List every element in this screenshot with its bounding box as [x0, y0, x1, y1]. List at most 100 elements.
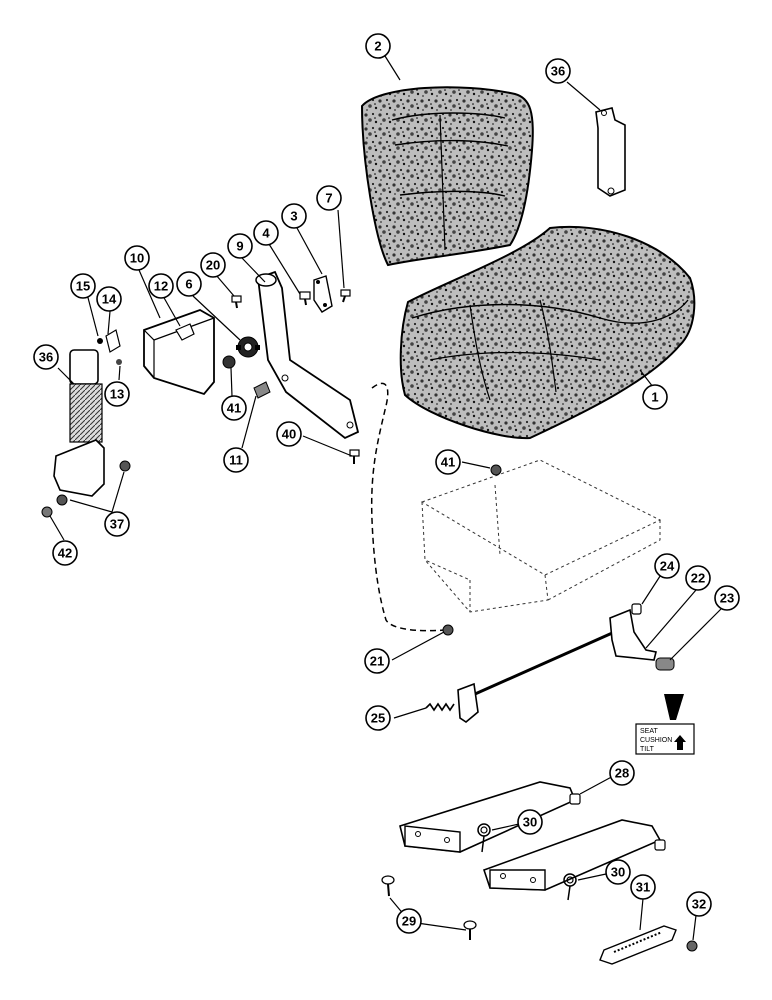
- tilt-rod-assembly: [457, 608, 657, 723]
- nut-21: [442, 624, 454, 636]
- decal-line-2: CUSHION: [640, 737, 672, 744]
- callout-c14: 14: [96, 286, 122, 312]
- hinge-bracket-upper: [399, 781, 581, 853]
- mounting-plate: [97, 329, 122, 365]
- bolt-7: [340, 289, 351, 303]
- callout-circle: [148, 273, 174, 299]
- callout-circle: [365, 33, 391, 59]
- callout-number: 25: [371, 711, 385, 726]
- callout-number: 29: [402, 914, 416, 929]
- callout-c41b: 41: [435, 449, 461, 475]
- callout-number: 40: [282, 427, 296, 442]
- callout-c30b: 30: [605, 859, 631, 885]
- callout-circle: [605, 859, 631, 885]
- callout-number: 24: [660, 559, 675, 574]
- callout-number: 3: [290, 209, 297, 224]
- callout-number: 11: [229, 453, 243, 468]
- callout-c25: 25: [365, 705, 391, 731]
- seat-belt-buckle: [53, 349, 105, 497]
- pins-29: [381, 875, 477, 940]
- adjustment-knob: [236, 336, 260, 358]
- spring-25: [425, 702, 455, 712]
- callout-number: 23: [720, 591, 734, 606]
- callout-c10: 10: [124, 245, 150, 271]
- torsion-spring-upper: [477, 823, 491, 853]
- torsion-spring-lower: [563, 873, 577, 901]
- callout-circle: [276, 421, 302, 447]
- decal-line-3: TILT: [640, 746, 655, 753]
- callout-c29: 29: [396, 908, 422, 934]
- bolt-11: [253, 381, 271, 399]
- bolt-20: [231, 295, 242, 309]
- nuts-37: [56, 460, 131, 506]
- callout-number: 36: [39, 350, 53, 365]
- callout-number: 1: [651, 390, 658, 405]
- callout-number: 32: [692, 897, 706, 912]
- callout-number: 10: [130, 251, 144, 266]
- bolt-40: [349, 449, 360, 464]
- bolt-4: [299, 291, 311, 306]
- callout-circle: [253, 220, 279, 246]
- callout-number: 30: [523, 815, 537, 830]
- phantom-seat-base: [420, 459, 662, 613]
- callout-circle: [223, 447, 249, 473]
- callout-c6: 6: [176, 271, 202, 297]
- callout-circle: [227, 233, 253, 259]
- callout-circle: [714, 585, 740, 611]
- callout-c15: 15: [70, 273, 96, 299]
- callout-circle: [396, 908, 422, 934]
- callout-number: 36: [551, 64, 565, 79]
- callout-number: 28: [615, 766, 629, 781]
- callout-circle: [545, 58, 571, 84]
- callout-circle: [70, 273, 96, 299]
- callout-c1: 1: [642, 384, 668, 410]
- callout-c7: 7: [316, 185, 342, 211]
- callout-number: 42: [58, 546, 72, 561]
- callout-number: 21: [370, 654, 384, 669]
- callout-c24: 24: [654, 553, 680, 579]
- callout-number: 20: [206, 258, 220, 273]
- callout-circle: [364, 648, 390, 674]
- callout-c9: 9: [227, 233, 253, 259]
- callout-number: 2: [374, 39, 381, 54]
- callout-circle: [435, 449, 461, 475]
- callout-circle: [642, 384, 668, 410]
- callout-number: 30: [611, 865, 625, 880]
- armrest-bracket: [255, 270, 360, 440]
- callout-circle: [654, 553, 680, 579]
- callout-c23: 23: [714, 585, 740, 611]
- callout-circle: [104, 511, 130, 537]
- spacer-washer: [175, 323, 195, 341]
- decal-line-1: SEAT: [640, 728, 658, 735]
- callout-circle: [365, 705, 391, 731]
- nut-32: [686, 940, 698, 952]
- nut-41a: [222, 355, 236, 369]
- callout-c11: 11: [223, 447, 249, 473]
- callout-c32: 32: [686, 891, 712, 917]
- callout-c37: 37: [104, 511, 130, 537]
- hinge-bracket-lower: [482, 819, 666, 891]
- callout-number: 12: [154, 279, 168, 294]
- callout-number: 41: [441, 455, 455, 470]
- callout-c30a: 30: [517, 809, 543, 835]
- callout-c22: 22: [685, 565, 711, 591]
- callout-number: 15: [76, 279, 90, 294]
- callout-number: 9: [236, 239, 243, 254]
- nut-41b: [490, 464, 502, 476]
- callout-circle: [124, 245, 150, 271]
- callout-c36a: 36: [545, 58, 571, 84]
- callout-number: 6: [185, 277, 192, 292]
- callout-number: 4: [262, 226, 270, 241]
- callout-c12: 12: [148, 273, 174, 299]
- callout-c20: 20: [200, 252, 226, 278]
- callout-c41a: 41: [221, 395, 247, 421]
- callout-circle: [316, 185, 342, 211]
- callout-c21: 21: [364, 648, 390, 674]
- seat-back: [360, 86, 534, 267]
- callout-circle: [685, 565, 711, 591]
- seat-cushion-tilt-decal: SEAT CUSHION TILT: [635, 694, 695, 755]
- callout-c3: 3: [281, 203, 307, 229]
- callout-circle: [281, 203, 307, 229]
